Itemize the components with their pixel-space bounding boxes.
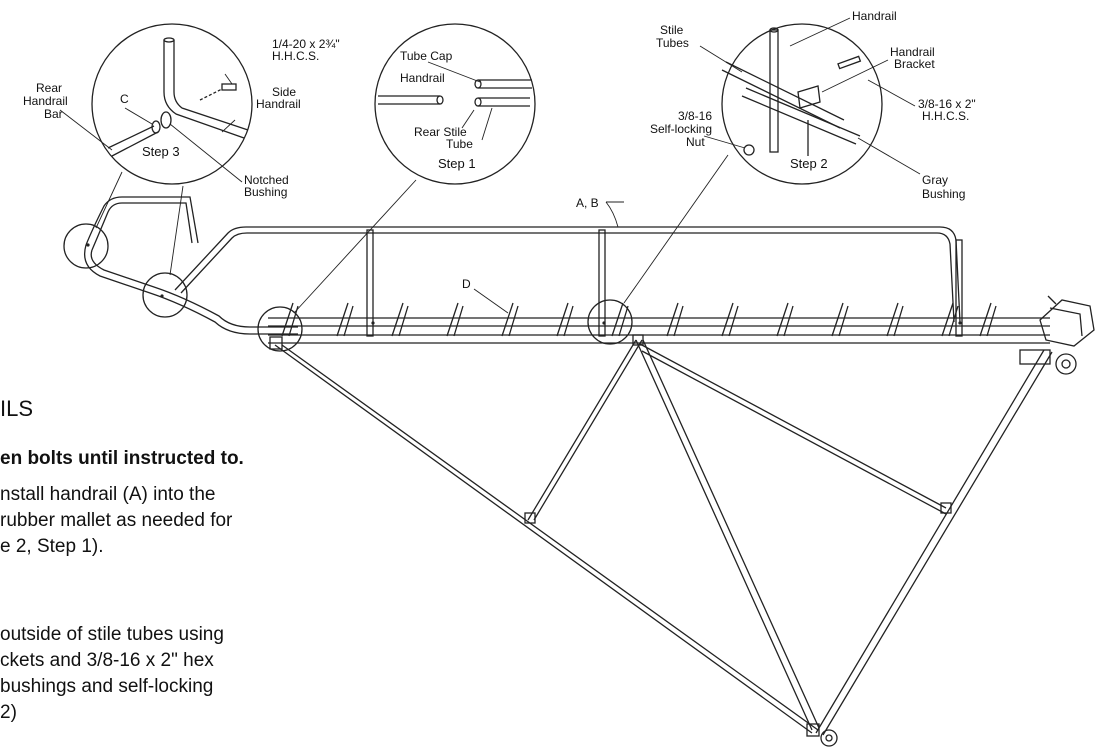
label-a-b: A, B: [576, 196, 599, 210]
label-step3-bolt-1: 1/4-20 x 2¾": [272, 37, 340, 51]
label-notched-bushing-2: Bushing: [244, 185, 287, 199]
bottom-caster: [820, 729, 838, 747]
para1-line2: rubber mallet as needed for: [0, 510, 233, 531]
label-gray-bushing-1: Gray: [922, 173, 948, 187]
para2-line3: bushings and self-locking: [0, 676, 214, 697]
detail-circles: [63, 223, 633, 352]
label-nut-3: Nut: [686, 135, 705, 149]
label-nut-2: Self-locking: [650, 122, 712, 136]
para1-line1: nstall handrail (A) into the: [0, 484, 216, 505]
callout-step2: [699, 17, 921, 185]
label-step2-bolt-2: H.H.C.S.: [922, 109, 969, 123]
label-part-c: C: [120, 92, 129, 106]
label-step2-handrail: Handrail: [852, 9, 897, 23]
label-step2-bolt-1: 3/8-16 x 2": [918, 97, 976, 111]
label-notched-bushing-1: Notched: [244, 173, 289, 187]
label-tube-cap: Tube Cap: [400, 49, 453, 63]
label-stile-tubes-1: Stile: [660, 23, 684, 37]
step1-title: Step 1: [438, 156, 476, 171]
callout-step3: [59, 23, 253, 185]
callout-step1: [374, 23, 536, 185]
label-rear-stile-tube-2: Tube: [446, 137, 473, 151]
para2-line4: 2): [0, 702, 17, 723]
label-handrail-bracket-1: Handrail: [890, 45, 935, 59]
label-handrail-bracket-2: Bracket: [894, 57, 935, 71]
top-caster-assembly: [1019, 295, 1095, 375]
label-side-handrail-2: Handrail: [256, 97, 301, 111]
label-stile-tubes-2: Tubes: [656, 36, 689, 50]
label-rear-stile-tube-1: Rear Stile: [414, 125, 467, 139]
para2-line2: ckets and 3/8-16 x 2" hex: [0, 650, 214, 671]
label-side-handrail-1: Side: [272, 85, 296, 99]
label-gray-bushing-2: Bushing: [922, 187, 965, 201]
leader-lines: [95, 154, 729, 314]
handrail-uprights: [366, 229, 963, 337]
warning-text: en bolts until instructed to.: [0, 448, 244, 469]
support-frame: [269, 334, 1053, 737]
handrail-outline: [83, 196, 961, 335]
label-rear-handrail-bar-1: Rear: [36, 81, 62, 95]
para1-line3: e 2, Step 1).: [0, 536, 104, 557]
para2-line1: outside of stile tubes using: [0, 624, 224, 645]
label-step1-handrail: Handrail: [400, 71, 445, 85]
label-step3-bolt-2: H.H.C.S.: [272, 49, 319, 63]
label-d: D: [462, 277, 471, 291]
section-heading: ILS: [0, 396, 34, 421]
label-rear-handrail-bar-2: Handrail: [23, 94, 68, 108]
label-rear-handrail-bar-3: Bar: [44, 107, 63, 121]
step3-title: Step 3: [142, 144, 180, 159]
label-nut-1: 3/8-16: [678, 109, 712, 123]
ladder-steps: [281, 302, 997, 337]
step2-title: Step 2: [790, 156, 828, 171]
stile-rail: [268, 317, 1050, 344]
